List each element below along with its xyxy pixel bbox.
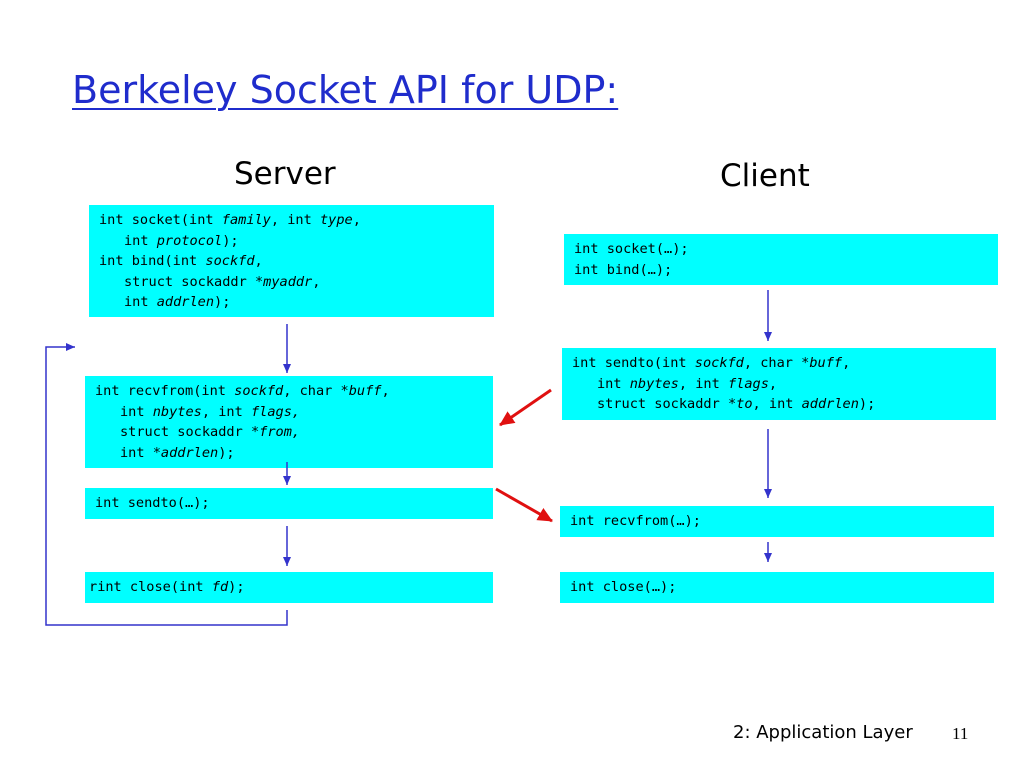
code-line: int recvfrom(…); bbox=[570, 513, 701, 529]
server-loop-arrow bbox=[45, 343, 288, 626]
code-line: int close(…); bbox=[570, 579, 677, 595]
code-line: struct sockaddr *to, int addrlen); bbox=[597, 396, 876, 413]
stray-character: r bbox=[89, 579, 98, 595]
server-heading: Server bbox=[234, 156, 336, 192]
server-socket-bind-box: int socket(int family, int type, int pro… bbox=[89, 205, 494, 317]
code-line: int recvfrom(int sockfd, char *buff, bbox=[95, 383, 390, 399]
code-line: int addrlen); bbox=[124, 294, 231, 311]
code-line: int nbytes, int flags, bbox=[597, 375, 778, 392]
server-sendto-box: int sendto(…); bbox=[85, 488, 493, 519]
slide-title: Berkeley Socket API for UDP: bbox=[72, 68, 619, 112]
server-close-box: rint close(int fd); bbox=[85, 572, 493, 603]
page-number: 11 bbox=[952, 724, 969, 743]
code-line: int sendto(…); bbox=[95, 495, 210, 511]
code-line: struct sockaddr *from, bbox=[120, 424, 301, 441]
client-heading: Client bbox=[720, 158, 810, 194]
code-line: int *addrlen); bbox=[120, 444, 235, 461]
code-line: int protocol); bbox=[124, 232, 239, 249]
client-sendto-box: int sendto(int sockfd, char *buff, int n… bbox=[562, 348, 996, 420]
code-line: int socket(int family, int type, bbox=[99, 212, 361, 228]
code-line: int bind(int sockfd, bbox=[99, 253, 263, 270]
server-recvfrom-box: int recvfrom(int sockfd, char *buff, int… bbox=[85, 376, 493, 468]
code-line: int socket(…); bbox=[574, 241, 689, 257]
code-line: rint close(int fd); bbox=[89, 579, 245, 595]
server-to-client-message-arrow bbox=[495, 487, 553, 523]
client-recvfrom-box: int recvfrom(…); bbox=[560, 506, 994, 537]
client-socket-bind-box: int socket(…); int bind(…); bbox=[564, 234, 998, 285]
code-line: int bind(…); bbox=[574, 261, 673, 278]
client-close-box: int close(…); bbox=[560, 572, 994, 603]
footer-section-label: 2: Application Layer bbox=[733, 722, 913, 743]
client-to-server-message-arrow bbox=[499, 388, 552, 427]
code-line: int sendto(int sockfd, char *buff, bbox=[572, 355, 851, 371]
code-line: int nbytes, int flags, bbox=[120, 403, 301, 420]
code-line: struct sockaddr *myaddr, bbox=[124, 273, 321, 290]
